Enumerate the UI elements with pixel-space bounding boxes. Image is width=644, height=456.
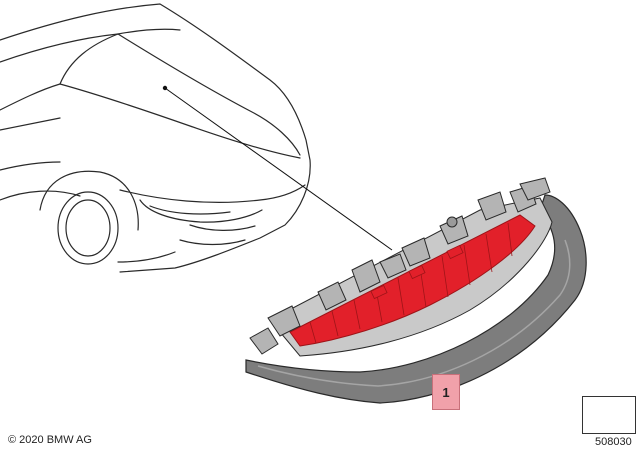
mounting-brackets bbox=[249, 177, 551, 355]
callout-label-1[interactable]: 1 bbox=[432, 374, 460, 410]
led-segments bbox=[309, 222, 513, 344]
orientation-box bbox=[582, 396, 636, 434]
connector-pin bbox=[446, 216, 458, 228]
copyright-text: © 2020 BMW AG bbox=[8, 434, 92, 446]
drawing-number: 508030 bbox=[595, 436, 632, 448]
car-outline bbox=[0, 3, 311, 273]
brake-light-assembly bbox=[245, 177, 587, 404]
bracket-red-details bbox=[370, 244, 464, 300]
